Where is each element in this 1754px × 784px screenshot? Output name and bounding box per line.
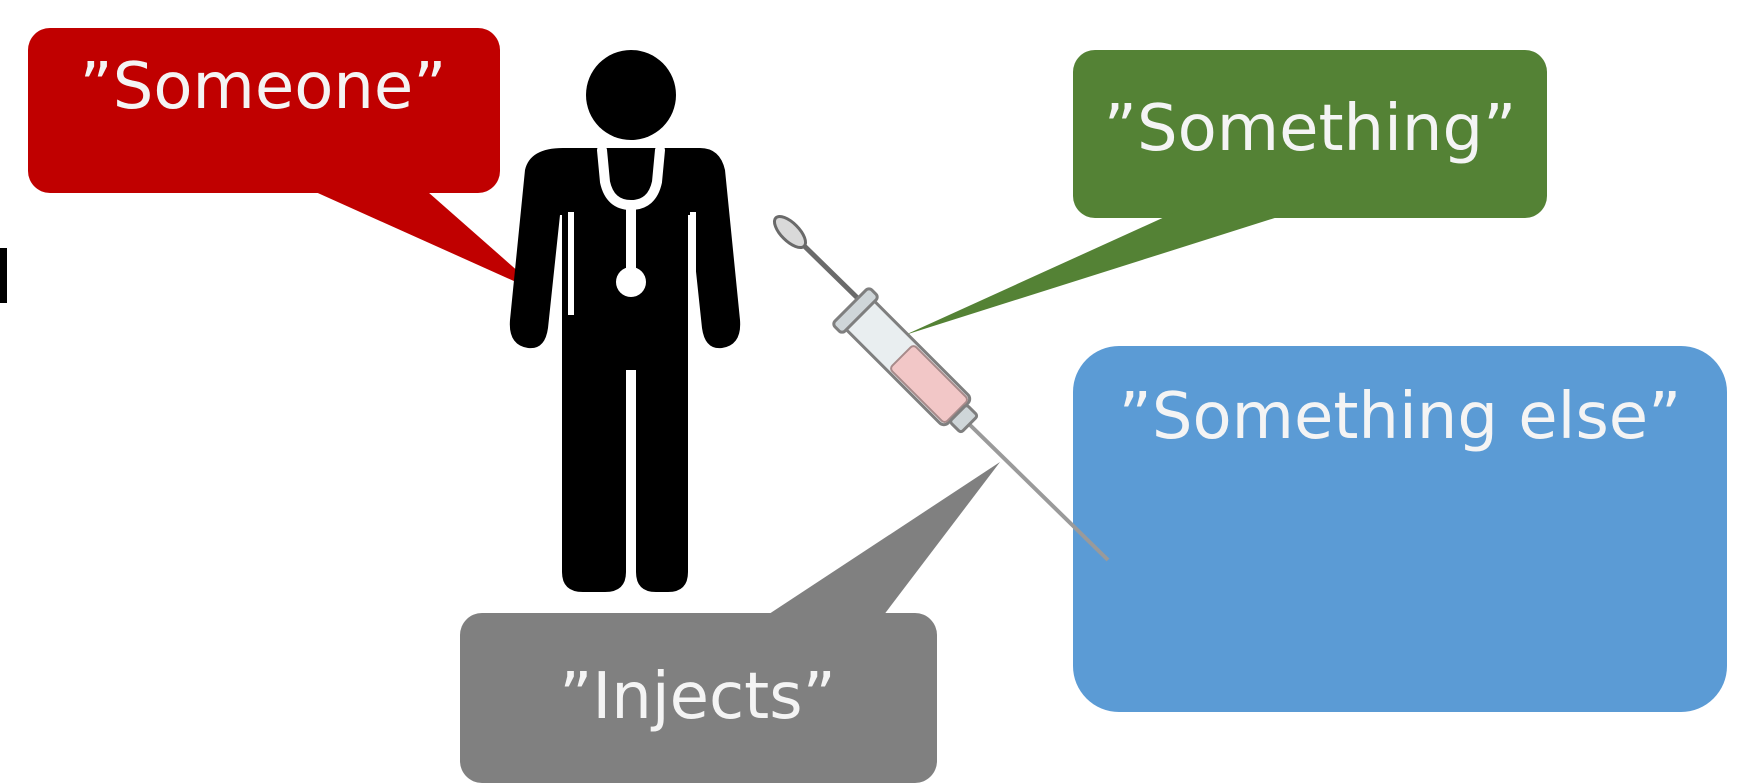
injects-label: ”Injects” — [559, 660, 836, 734]
something-else-label: ”Something else” — [1118, 380, 1682, 454]
syringe-icon — [772, 214, 1110, 562]
something-callout — [905, 50, 1547, 335]
injects-callout — [460, 462, 1000, 783]
doctor-icon — [509, 50, 741, 592]
something-else-box — [1073, 346, 1727, 712]
coat-seams — [568, 212, 696, 315]
edge-mark — [0, 248, 7, 303]
something-label: ”Something” — [1103, 92, 1517, 166]
stethoscope-icon — [597, 145, 665, 297]
someone-callout — [28, 28, 545, 295]
someone-label: ”Someone” — [79, 50, 447, 124]
